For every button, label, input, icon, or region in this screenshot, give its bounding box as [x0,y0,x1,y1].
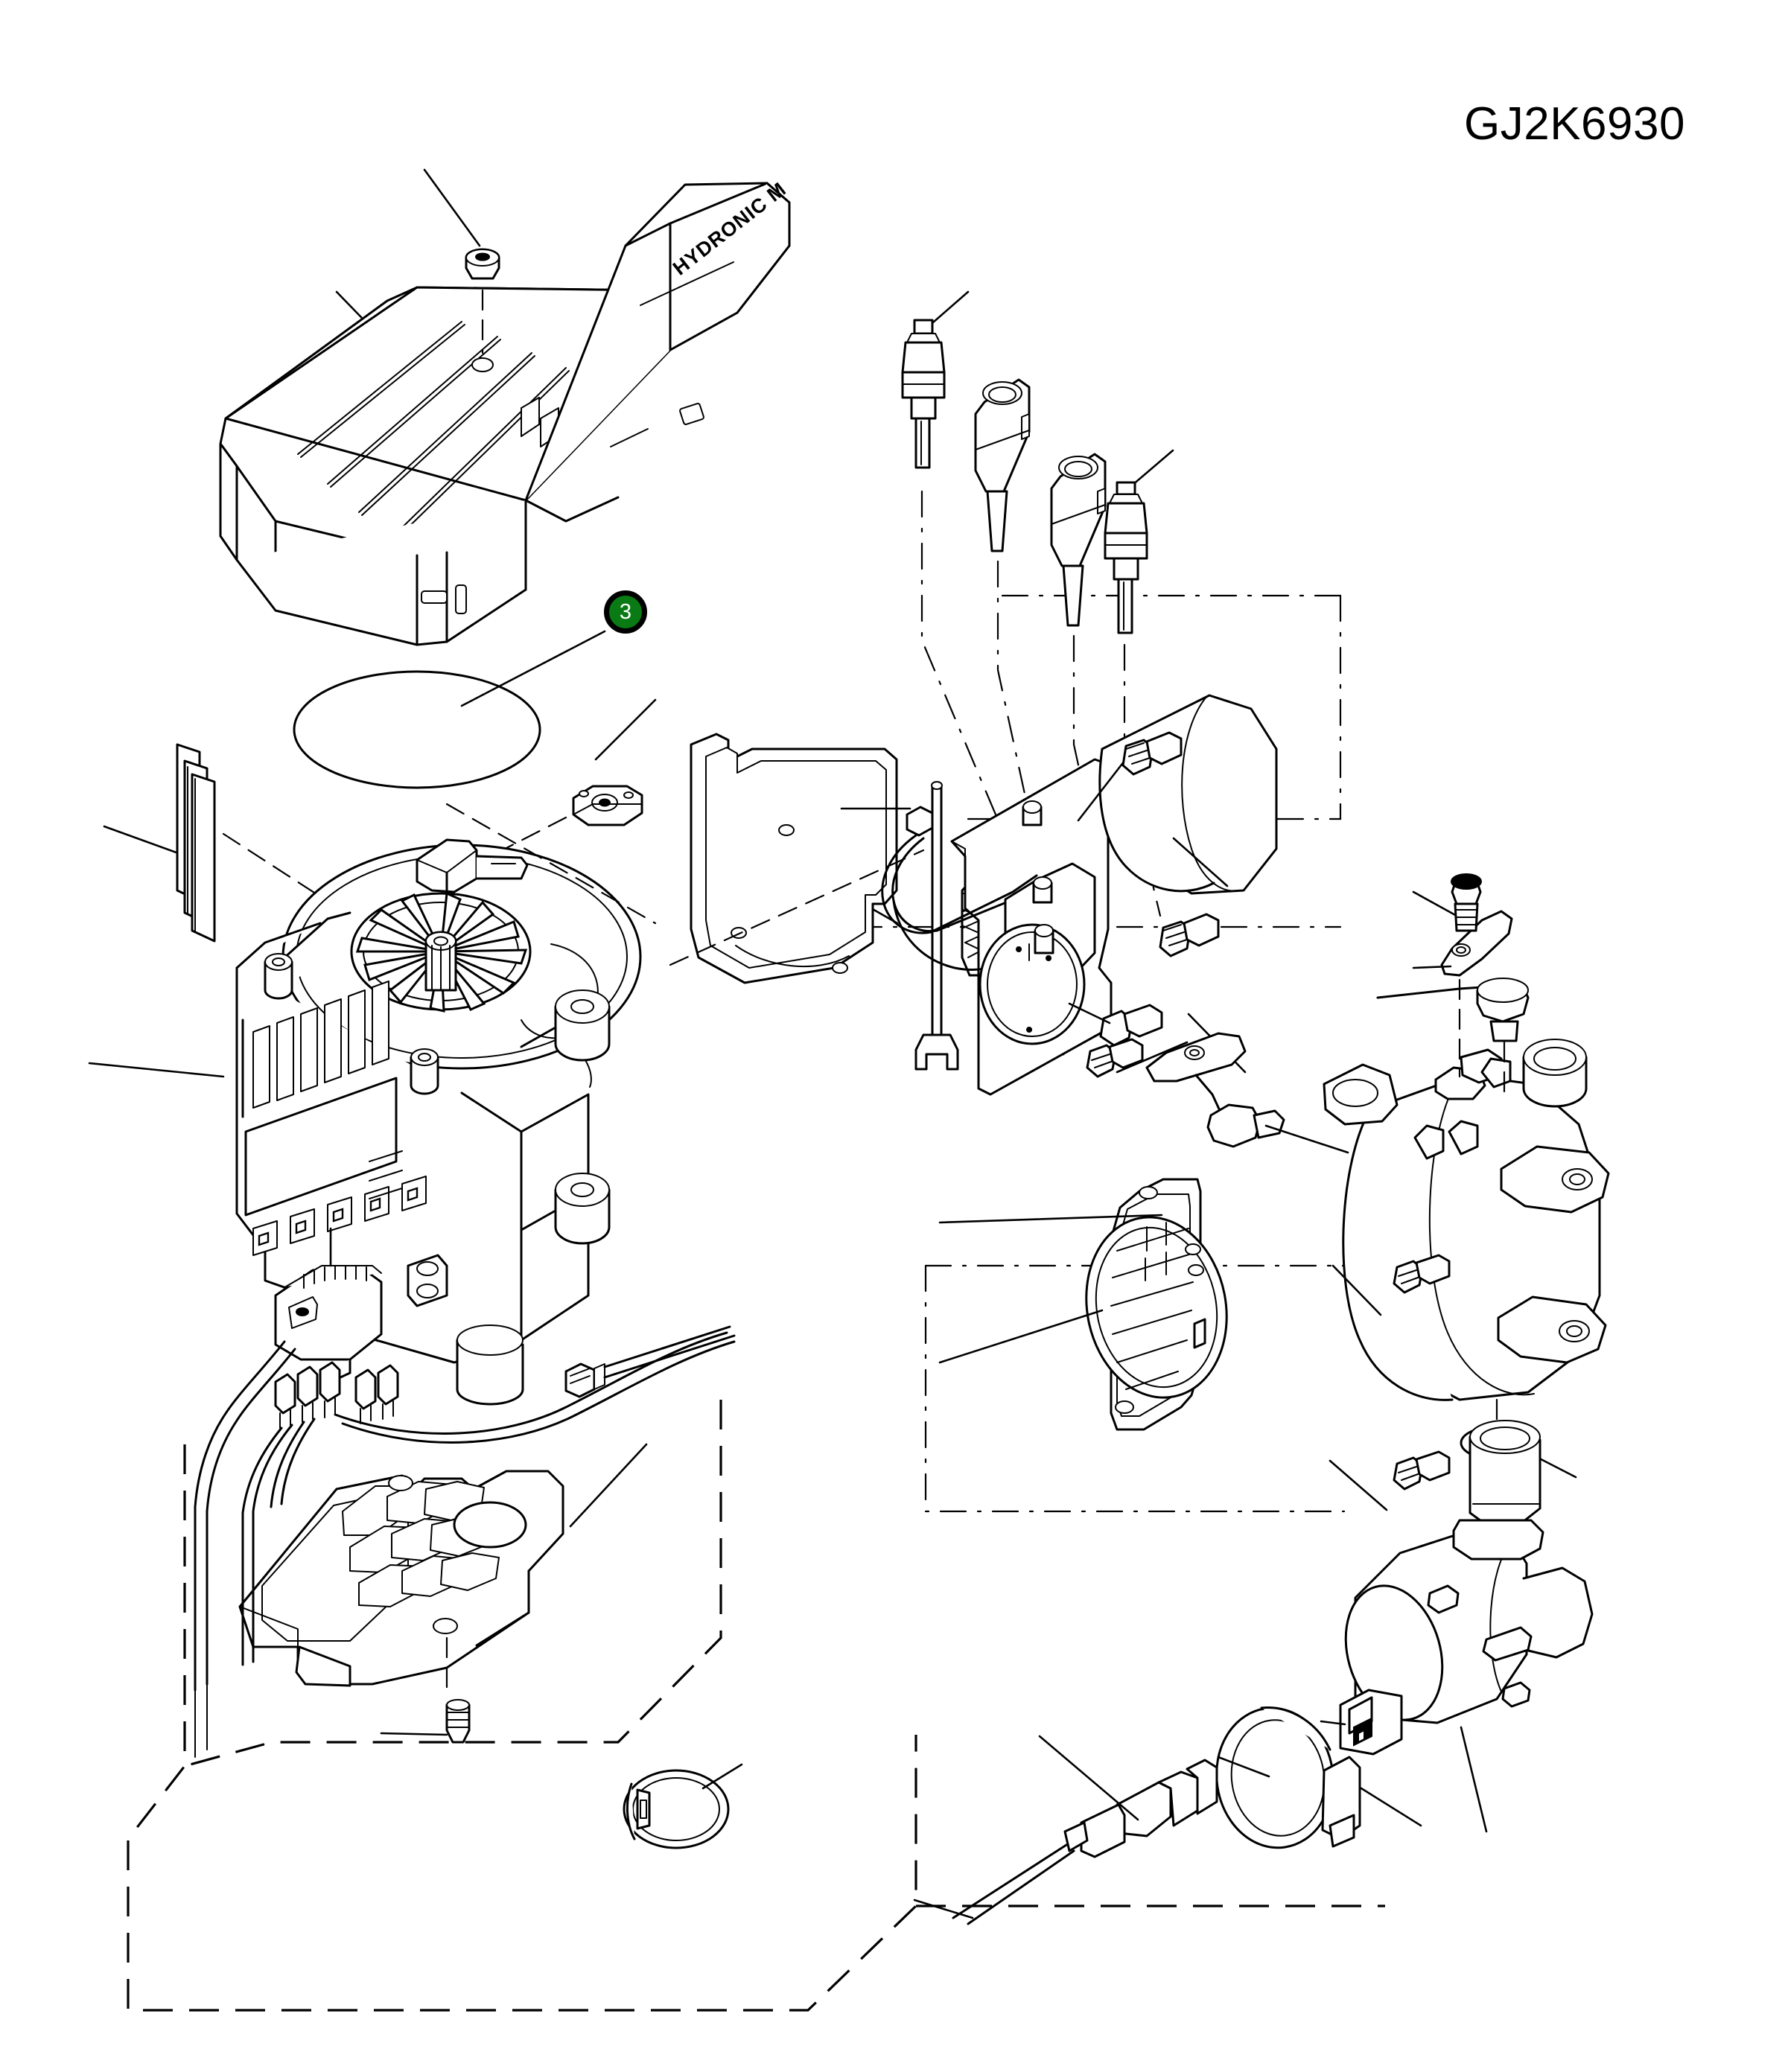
kit-boundary-outline [127,1400,1385,2012]
pump-connector-part [1320,1689,1403,1756]
heat-exchanger-assembly [938,873,1610,1511]
round-seal-disc-part [293,630,606,789]
burner-gasket-part [669,733,925,984]
retaining-strap-part [1068,1002,1247,1083]
module-vent-slots [252,981,389,1109]
sensor-clip-part [445,698,657,880]
bracket-screw-part [1451,873,1482,932]
glow-plug-group [901,290,1174,946]
control-base-assembly [194,1227,736,1758]
flame-rod-part [840,781,959,1071]
glow-plug-2 [1104,481,1148,634]
heat-exchanger-screw-3 [1329,1450,1451,1511]
pump-clamp-part [1215,1706,1422,1849]
base-fixing-screw [380,1636,471,1744]
temperature-sensor-part [913,1735,1218,1925]
fan-screw-lower [1159,837,1229,957]
heat-exchanger-screw-2 [1331,1254,1451,1316]
spade-terminals [274,1361,399,1429]
top-cover-part [219,168,791,646]
water-pump-assembly [1215,1420,1594,1849]
main-connector-part [274,1227,383,1385]
cable-tie-part [623,1763,743,1849]
drawing-title: GJ2K6930 [1464,98,1685,150]
pipe-fitting-part [1376,978,1530,1103]
bracket-tab-part [1412,890,1513,977]
glow-plug-1 [901,319,946,469]
combustion-air-fan-assembly [881,694,1278,1096]
filter-strip-part [103,743,351,943]
blower-burner-module [88,803,657,1406]
plug-sleeve-1 [974,378,1031,552]
sensor-lead-part [334,1325,736,1444]
fan-screw-upper [1077,731,1183,822]
heat-exchanger-screw-1 [1086,1038,1189,1078]
temperature-limiter-part [1194,1074,1349,1154]
callout-badge-3[interactable]: 3 [604,590,647,634]
plug-sleeve-2 [1050,453,1107,627]
wiring-harness [194,1340,316,1758]
blower-fan-wheel [355,891,528,1013]
